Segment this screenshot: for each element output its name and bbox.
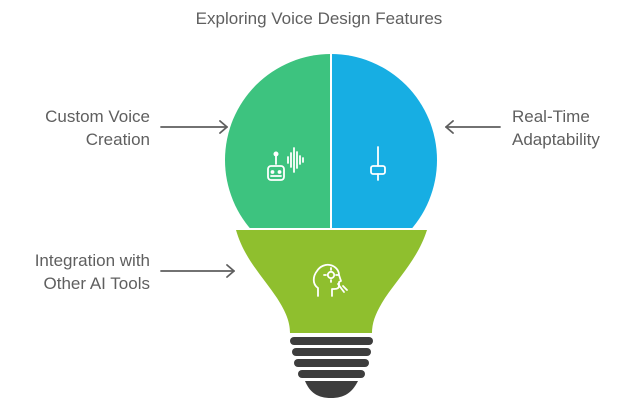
label-integration-line-1: Integration with xyxy=(34,251,150,270)
arrow-real-time xyxy=(445,120,501,134)
label-custom-line-2: Creation xyxy=(85,130,150,149)
diagram-title: Exploring Voice Design Features xyxy=(195,9,443,28)
label-custom-line-1: Custom Voice xyxy=(45,107,150,126)
slider-icon xyxy=(370,146,386,181)
label-realtime-line-2: Adaptability xyxy=(512,130,600,149)
label-integration-ai-tools: Integration with Other AI Tools xyxy=(0,249,150,295)
label-realtime-line-1: Real-Time xyxy=(512,107,590,126)
section-real-time xyxy=(332,54,437,228)
label-real-time-adaptability: Real-Time Adaptability xyxy=(512,105,638,151)
robot-voice-icon xyxy=(267,147,304,181)
base-ring-1 xyxy=(290,337,373,345)
base-ring-3 xyxy=(294,359,369,367)
bulb-top xyxy=(225,54,437,228)
head-gear-icon xyxy=(312,263,348,297)
arrow-integration xyxy=(160,264,235,278)
base-ring-2 xyxy=(292,348,371,356)
label-integration-line-2: Other AI Tools xyxy=(43,274,150,293)
base-ring-4 xyxy=(298,370,365,378)
label-custom-voice-creation: Custom Voice Creation xyxy=(0,105,150,151)
bulb-base xyxy=(290,337,373,398)
arrow-custom-voice xyxy=(160,120,228,134)
base-tip xyxy=(305,381,358,398)
section-custom-voice xyxy=(225,54,330,228)
